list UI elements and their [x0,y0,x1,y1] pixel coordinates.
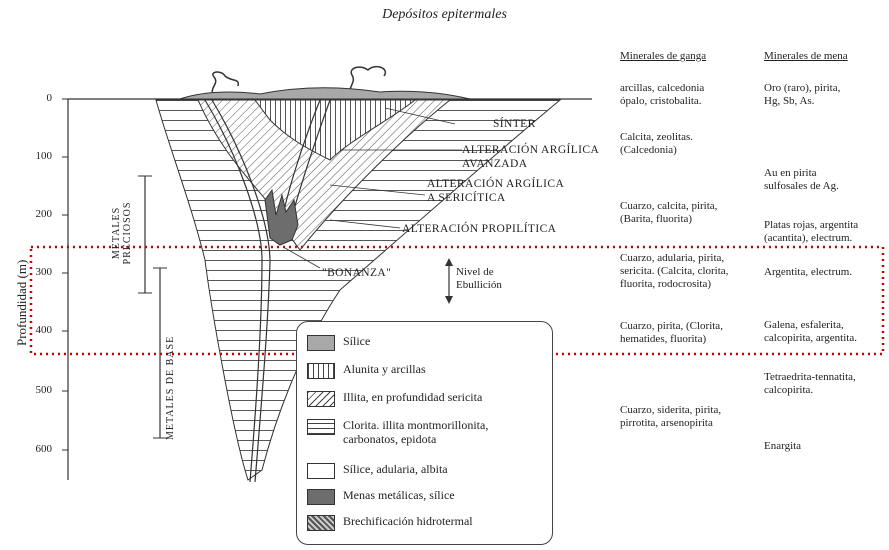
smoke-plume-right [349,65,387,97]
legend-item-silica: Sílice [307,334,370,351]
advanced-argillic-zone [254,99,417,161]
precious-metals-label: METALES PRECIOSOS [111,201,133,265]
tick-label-200: 200 [35,208,53,220]
ore-row-3: Platas rojas, argentita (acantita), elec… [764,219,859,244]
ore-row-6: Tetraedrita-tennatita, calcopirita. [764,371,856,396]
leader-bonanza [284,247,321,269]
propylitic-label: ALTERACIÓN PROPILÍTICA [402,223,557,235]
legend-item-adularia: Sílice, adularia, albita [307,462,448,479]
legend: Sílice Alunita y arcillas Illita, en pro… [296,321,553,545]
breccia-swatch [307,515,335,531]
gangue-row-4: Cuarzo, adularia, pirita, sericita. (Cal… [620,252,729,290]
boiling-arrow-down [445,296,453,304]
tick-label-100: 100 [35,150,53,162]
bonanza-label: "BONANZA" [322,267,392,279]
dark-fill-swatch [307,489,335,505]
sinter-zone [179,87,471,100]
legend-label: Illita, en profundidad sericita [343,390,483,404]
leader-propylitic [329,219,401,229]
boiling-level-label: Nivel de Ebullición [456,266,502,291]
tick-label-0: 0 [46,92,53,104]
highlight-box [29,245,885,356]
tick-label-400: 400 [35,324,53,336]
gangue-header: Minerales de ganga [620,50,707,62]
legend-item-illite: Illita, en profundidad sericita [307,390,482,407]
gangue-row-3: Cuarzo, calcita, pirita, (Barita, fluori… [620,200,718,225]
ore-row-4: Argentita, electrum. [764,266,853,278]
tick-label-500: 500 [35,384,53,396]
boiling-arrow-up [445,258,453,266]
advanced-argillic-label: ALTERACIÓN ARGÍLICA AVANZADA [462,144,600,170]
legend-label: Alunita y arcillas [343,362,426,376]
blank-swatch [307,463,335,479]
gangue-row-5: Cuarzo, pirita, (Clorita, hematides, flu… [620,320,723,345]
gangue-row-2: Calcita, zeolitas. (Calcedonia) [620,131,693,156]
bonanza-core [264,188,299,246]
legend-label: Menas metálicas, sílice [343,488,455,502]
legend-label: Brechificación hidrotermal [343,514,473,528]
sinter-label: SÍNTER [493,118,536,130]
diagram-title: Depósitos epitermales [382,7,507,22]
silica-swatch [307,335,335,351]
base-metals-label: METALES DE BASE [165,335,176,440]
smoke-plume-left [211,71,240,97]
leader-sinter [384,107,456,125]
ore-header: Minerales de mena [764,50,848,62]
vertical-lines-swatch [307,363,335,379]
tick-label-600: 600 [35,443,53,455]
argillic-sericitic-label: ALTERACIÓN ARGÍLICA A SERICÍTICA [427,178,565,204]
horizontal-lines-swatch [307,419,335,435]
legend-item-chlorite: Clorita. illita montmorillonita, carbona… [307,418,488,446]
ore-row-2: Au en pirita sulfosales de Ag. [764,167,839,192]
ore-vein-left [204,99,263,483]
gangue-row-6: Cuarzo, siderita, pirita, pirrotita, ars… [620,404,722,429]
legend-label: Sílice, adularia, albita [343,462,448,476]
tick-label-300: 300 [35,266,53,278]
legend-item-breccia: Brechificación hidrotermal [307,514,473,531]
ore-row-5: Galena, esfalerita, calcopirita, argenti… [764,319,857,344]
legend-label: Clorita. illita montmorillonita, carbona… [343,418,489,446]
gangue-row-1: arcillas, calcedonia ópalo, cristobalita… [620,82,705,107]
ore-vein-right [211,99,271,483]
ore-row-1: Oro (raro), pirita, Hg, Sb, As. [764,82,841,107]
legend-label: Sílice [343,334,371,348]
legend-item-alunite: Alunita y arcillas [307,362,426,379]
ore-row-7: Enargita [764,440,802,452]
leader-sericitic [329,184,426,196]
diagonal-hatch-swatch [307,391,335,407]
depth-axis-label: Profundidad (m) [14,259,29,346]
legend-item-ore: Menas metálicas, sílice [307,488,455,505]
